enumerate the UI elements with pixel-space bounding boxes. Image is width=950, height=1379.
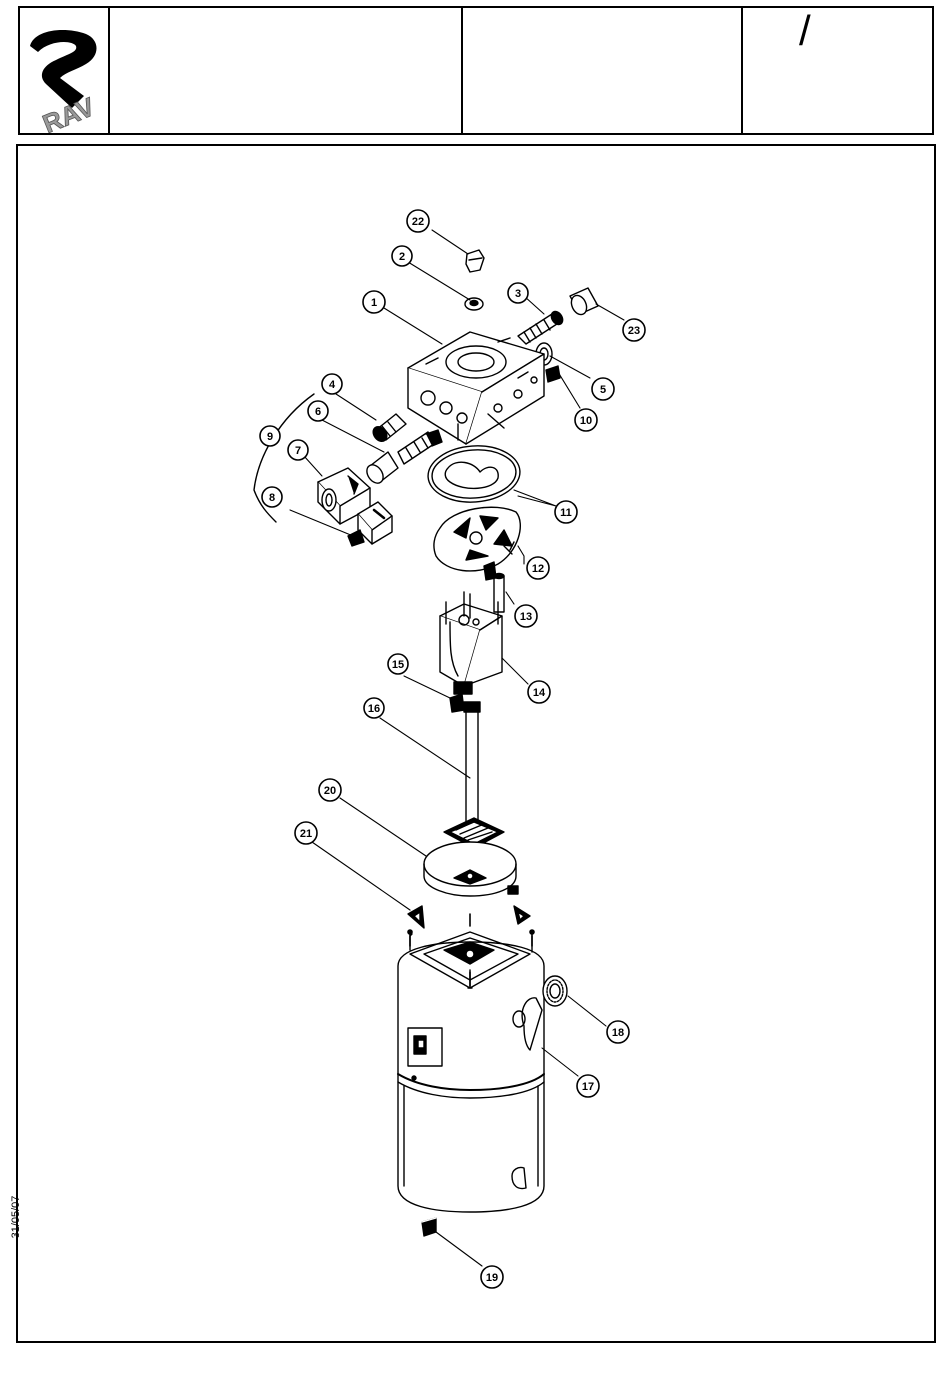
callout-2: 2 (392, 246, 412, 266)
callout-12: 12 (527, 557, 549, 579)
svg-text:13: 13 (520, 611, 532, 623)
callout-17: 17 (577, 1075, 599, 1097)
callout-3: 3 (508, 283, 528, 303)
part-oil-tank (398, 932, 544, 1212)
callout-7: 7 (288, 440, 308, 460)
svg-text:10: 10 (580, 415, 592, 427)
callout-13: 13 (515, 605, 537, 627)
page-separator: / (799, 10, 811, 52)
part-valve-small (370, 414, 406, 444)
callout-1: 1 (363, 291, 385, 313)
svg-text:19: 19 (486, 1272, 498, 1284)
callout-15: 15 (388, 654, 408, 674)
svg-text:2: 2 (399, 251, 405, 263)
part-clamps (408, 906, 530, 928)
part-o-rings (426, 443, 522, 505)
svg-text:23: 23 (628, 325, 640, 337)
callout-16: 16 (364, 698, 384, 718)
svg-text:7: 7 (295, 445, 301, 457)
svg-text:22: 22 (412, 216, 424, 228)
svg-text:18: 18 (612, 1027, 624, 1039)
page-cell: / (743, 8, 932, 133)
callout-19: 19 (481, 1266, 503, 1288)
callout-8: 8 (262, 487, 282, 507)
part-cap (466, 250, 484, 272)
callout-22: 22 (407, 210, 429, 232)
callout-20: 20 (319, 779, 341, 801)
exploded-view-diagram: 1 2 3 4 5 6 7 8 9 10 11 12 13 14 15 16 1… (18, 146, 934, 1341)
svg-text:8: 8 (269, 492, 275, 504)
part-fitting (518, 309, 565, 344)
svg-text:6: 6 (315, 406, 321, 418)
part-suction-fitting (450, 694, 464, 712)
part-tank-lid (424, 842, 518, 896)
svg-text:9: 9 (267, 431, 273, 443)
callout-18: 18 (607, 1021, 629, 1043)
svg-text:17: 17 (582, 1081, 594, 1093)
part-filler-cap (543, 976, 567, 1006)
svg-text:14: 14 (533, 687, 546, 699)
svg-text:11: 11 (560, 507, 572, 519)
callout-5: 5 (592, 378, 614, 400)
svg-text:20: 20 (324, 785, 336, 797)
svg-text:16: 16 (368, 703, 380, 715)
svg-text:15: 15 (392, 659, 404, 671)
rav-logo: RAV (20, 8, 106, 133)
svg-text:4: 4 (329, 379, 336, 391)
callout-14: 14 (528, 681, 550, 703)
part-gear-pump (440, 592, 502, 694)
part-coupling-shaft (484, 562, 504, 612)
logo-cell: RAV (20, 8, 110, 133)
callout-21: 21 (295, 822, 317, 844)
callout-11: 11 (555, 501, 577, 523)
part-sleeve (569, 288, 598, 317)
callout-4: 4 (322, 374, 342, 394)
svg-text:21: 21 (300, 828, 312, 840)
title-block: RAV / (18, 6, 934, 135)
part-drain-plug (422, 1218, 436, 1236)
callout-23: 23 (623, 319, 645, 341)
callout-9: 9 (260, 426, 280, 446)
callout-6: 6 (308, 401, 328, 421)
part-gasket-plate (434, 507, 520, 571)
part-seal (465, 298, 483, 310)
part-suction-tube-filter (444, 702, 504, 848)
callout-10: 10 (575, 409, 597, 431)
part-plug (546, 366, 560, 382)
description-cell (110, 8, 463, 133)
svg-text:12: 12 (532, 563, 544, 575)
code-cell (463, 8, 743, 133)
drawing-frame: 1 2 3 4 5 6 7 8 9 10 11 12 13 14 15 16 1… (16, 144, 936, 1343)
svg-text:5: 5 (600, 384, 606, 396)
svg-text:3: 3 (515, 288, 521, 300)
part-manifold-block (408, 332, 544, 444)
svg-text:1: 1 (371, 297, 377, 309)
